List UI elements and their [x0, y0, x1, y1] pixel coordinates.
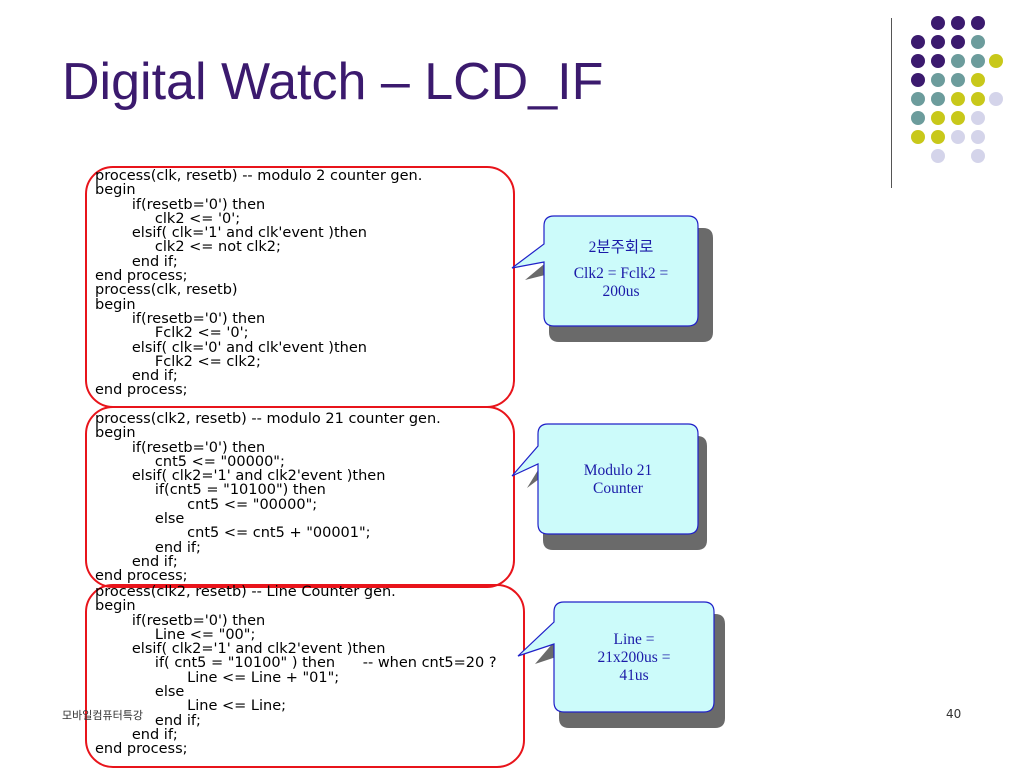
code-line: end if;: [95, 712, 201, 729]
decorative-dot: [911, 73, 925, 87]
code-line: end process;: [95, 382, 188, 399]
decorative-dot: [971, 149, 985, 163]
code-line: if(resetb='0') then: [95, 612, 266, 629]
code-line: end if;: [95, 539, 201, 556]
code-line: cnt5 <= "00000";: [95, 496, 318, 513]
decorative-dot: [989, 92, 1003, 106]
decorative-dot: [951, 16, 965, 30]
decorative-dot: [971, 35, 985, 49]
code-line: begin: [95, 598, 136, 615]
code-line: end if;: [95, 553, 178, 570]
code-line: Fclk2 <= '0';: [95, 325, 249, 342]
code-line: end if;: [95, 368, 178, 385]
code-line: Fclk2 <= clk2;: [95, 353, 261, 370]
decorative-dot: [931, 111, 945, 125]
callout-3-line2: 21x200us =: [597, 649, 671, 666]
decorative-dot: [931, 16, 945, 30]
code-line: process(clk2, resetb) -- Line Counter ge…: [95, 584, 396, 600]
decorative-dot: [989, 54, 1003, 68]
code-line: begin: [95, 296, 136, 313]
code-line: Line <= Line + "01";: [95, 669, 340, 686]
callout-1-line2: Clk2 = Fclk2 =: [573, 265, 669, 282]
code-line: else: [95, 684, 185, 701]
decorative-dot: [971, 92, 985, 106]
code-block-modulo2: process(clk, resetb) -- modulo 2 counter…: [95, 169, 422, 398]
code-line: end process;: [95, 741, 188, 758]
code-line: if(resetb='0') then: [95, 439, 266, 456]
callout-3-line1: Line =: [613, 631, 655, 648]
code-line: elsif( clk2='1' and clk2'event )then: [95, 641, 386, 658]
code-line: begin: [95, 182, 136, 199]
slide-title: Digital Watch – LCD_IF: [62, 53, 604, 111]
decorative-dot: [971, 73, 985, 87]
decorative-dot: [951, 111, 965, 125]
code-line: end if;: [95, 726, 178, 743]
code-line: Line <= "00";: [95, 626, 256, 643]
decorative-dot: [971, 130, 985, 144]
code-line: if(cnt5 = "10100") then: [95, 482, 326, 499]
code-line: clk2 <= '0';: [95, 210, 241, 227]
code-line: clk2 <= not clk2;: [95, 239, 281, 256]
code-line: if( cnt5 = "10100" ) then -- when cnt5=2…: [95, 655, 497, 672]
decorative-dot: [931, 130, 945, 144]
code-line: if(resetb='0') then: [95, 310, 266, 327]
code-line: elsif( clk='0' and clk'event )then: [95, 339, 367, 356]
decorative-dot: [931, 35, 945, 49]
decorative-dot: [951, 130, 965, 144]
decorative-dot: [911, 111, 925, 125]
callout-2-text: Modulo 21 Counter: [542, 462, 694, 498]
code-line: process(clk, resetb) -- modulo 2 counter…: [95, 168, 423, 184]
code-line: Line <= Line;: [95, 698, 287, 715]
decorative-dot: [911, 130, 925, 144]
decorative-dot: [971, 54, 985, 68]
code-line: end process;: [95, 268, 188, 285]
decorative-dot: [951, 54, 965, 68]
code-line: if(resetb='0') then: [95, 196, 266, 213]
callout-3-text: Line = 21x200us = 41us: [558, 631, 710, 685]
decorative-dot: [951, 92, 965, 106]
footer-course-name: 모바일컴퓨터특강: [62, 709, 143, 722]
code-line: cnt5 <= cnt5 + "00001";: [95, 525, 371, 542]
code-line: begin: [95, 425, 136, 442]
code-line: elsif( clk='1' and clk'event )then: [95, 225, 367, 242]
callout-2-line1: Modulo 21: [583, 462, 653, 479]
decorative-dot: [971, 111, 985, 125]
code-line: process(clk2, resetb) -- modulo 21 count…: [95, 411, 441, 427]
decorative-dot: [931, 92, 945, 106]
divider-line: [891, 18, 892, 188]
decorative-dot: [931, 149, 945, 163]
decorative-dot: [911, 92, 925, 106]
code-line: process(clk, resetb): [95, 282, 238, 299]
callout-3-line3: 41us: [619, 667, 649, 684]
code-line: elsif( clk2='1' and clk2'event )then: [95, 468, 386, 485]
callout-1-line3: 200us: [602, 283, 640, 300]
decorative-dot: [951, 35, 965, 49]
code-line: cnt5 <= "00000";: [95, 453, 285, 470]
callout-1-text: 2분주회로 Clk2 = Fclk2 = 200us: [548, 239, 694, 301]
page-number: 40: [946, 707, 962, 721]
decorative-dot: [911, 54, 925, 68]
code-block-modulo21: process(clk2, resetb) -- modulo 21 count…: [95, 412, 441, 584]
decorative-dot: [911, 35, 925, 49]
decorative-dot: [931, 73, 945, 87]
decorative-dot: [951, 73, 965, 87]
decorative-dot-pattern: [911, 16, 1003, 163]
callout-1-line1: 2분주회로: [588, 239, 654, 256]
callout-2-line2: Counter: [593, 480, 643, 497]
code-line: end process;: [95, 568, 188, 585]
code-line: else: [95, 511, 185, 528]
code-block-line-counter: process(clk2, resetb) -- Line Counter ge…: [95, 585, 497, 757]
code-line: end if;: [95, 253, 178, 270]
decorative-dot: [971, 16, 985, 30]
decorative-dot: [931, 54, 945, 68]
